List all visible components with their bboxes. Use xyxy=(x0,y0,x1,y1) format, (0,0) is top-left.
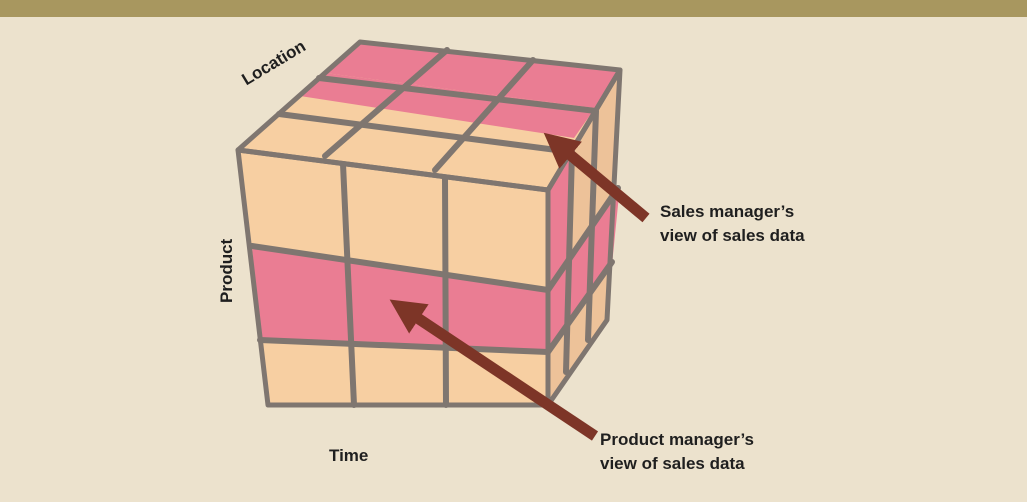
product-manager-annotation: Product manager’s view of sales data xyxy=(600,428,754,476)
cube-top-face xyxy=(238,42,621,190)
product-manager-annotation-line2: view of sales data xyxy=(600,454,745,473)
cube-front-face xyxy=(238,150,551,408)
axis-label-product: Product xyxy=(217,238,236,303)
cube-front-grid xyxy=(249,161,551,408)
sales-manager-arrow xyxy=(543,132,650,223)
cube-right-grid xyxy=(545,108,621,375)
cube-top-row-highlight xyxy=(325,42,621,108)
cube-front-middle-band xyxy=(252,246,548,352)
cube-top-grid xyxy=(276,47,599,173)
cube-top-row-slab xyxy=(300,73,595,138)
cube-right-face xyxy=(545,70,621,405)
header-band xyxy=(0,0,1027,17)
sales-manager-annotation: Sales manager’s view of sales data xyxy=(660,200,805,248)
product-manager-arrow xyxy=(389,299,599,441)
cube-right-top-highlight xyxy=(548,150,572,290)
sales-manager-annotation-line2: view of sales data xyxy=(660,226,805,245)
axis-label-time: Time xyxy=(329,446,369,465)
sales-manager-annotation-line1: Sales manager’s xyxy=(660,202,795,221)
product-manager-annotation-line1: Product manager’s xyxy=(600,430,754,449)
